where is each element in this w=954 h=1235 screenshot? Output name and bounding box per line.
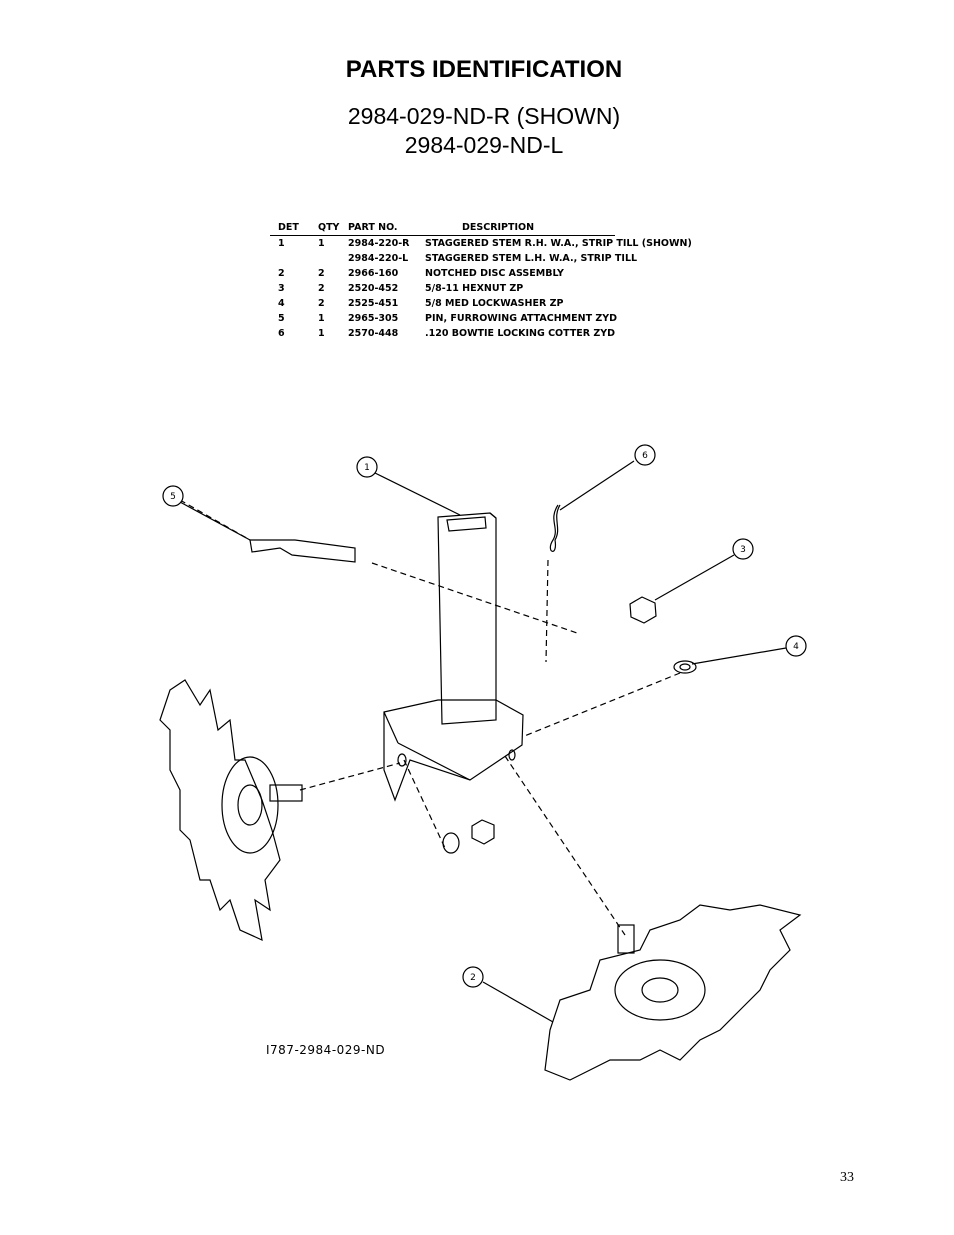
row-description: 5/8-11 HEXNUT ZP [425,283,524,294]
row-det: 6 [278,328,285,339]
row-qty: 2 [318,268,325,279]
row-qty: 2 [318,298,325,309]
header-description: DESCRIPTION [462,222,535,233]
callout-2 [462,966,484,988]
row-description: .120 BOWTIE LOCKING COTTER ZYD [425,328,616,339]
header-part-no: PART NO. [348,222,398,233]
row-part-no: 2525-451 [348,298,399,309]
row-qty: 1 [318,313,325,324]
callout-label: 1 [364,463,370,473]
row-det: 1 [278,238,285,249]
table-row: 3 2 2520-452 5/8-11 HEXNUT ZP [270,283,615,298]
table-row: 5 1 2965-305 PIN, FURROWING ATTACHMENT Z… [270,313,618,328]
callout-label: 6 [642,451,648,461]
parts-table-header: DET QTY PART NO. DESCRIPTION [270,222,615,236]
row-description: PIN, FURROWING ATTACHMENT ZYD [425,313,618,324]
row-description: STAGGERED STEM R.H. W.A., STRIP TILL (SH… [425,238,692,249]
row-part-no: 2966-160 [348,268,399,279]
table-row: 2984-220-L STAGGERED STEM L.H. W.A., STR… [270,253,637,268]
row-det: 3 [278,283,285,294]
header-qty: QTY [318,222,340,233]
callout-1 [356,456,378,478]
page-title: PARTS IDENTIFICATION [345,56,623,83]
model-number-shown: 2984-029-ND-R (SHOWN) [347,103,621,129]
callout-5 [162,485,184,507]
row-part-no: 2520-452 [348,283,399,294]
callout-label: 5 [170,492,176,502]
row-description: 5/8 MED LOCKWASHER ZP [425,298,564,309]
table-row: 2 2 2966-160 NOTCHED DISC ASSEMBLY [270,268,615,283]
callout-3 [732,538,754,560]
row-qty: 1 [318,238,325,249]
row-part-no: 2965-305 [348,313,399,324]
model-number-alt: 2984-029-ND-L [404,132,564,158]
row-det: 4 [278,298,285,309]
row-det: 2 [278,268,285,279]
row-description: NOTCHED DISC ASSEMBLY [425,268,564,279]
callout-label: 2 [470,973,476,983]
header-det: DET [278,222,299,233]
row-det: 5 [278,313,285,324]
figure-id: I787-2984-029-ND [266,1043,386,1057]
row-part-no: 2984-220-L [348,253,409,264]
parts-table: DET QTY PART NO. DESCRIPTION 1 1 2984-22… [270,222,692,343]
page-number: 33 [840,1170,854,1185]
row-part-no: 2984-220-R [348,238,410,249]
row-qty: 1 [318,328,325,339]
callout-label: 4 [793,642,799,652]
row-part-no: 2570-448 [348,328,399,339]
table-row: 6 1 2570-448 .120 BOWTIE LOCKING COTTER … [270,328,615,343]
table-row: 1 1 2984-220-R STAGGERED STEM R.H. W.A.,… [270,238,692,253]
row-qty: 2 [318,283,325,294]
row-description: STAGGERED STEM L.H. W.A., STRIP TILL [425,253,638,264]
table-row: 4 2 2525-451 5/8 MED LOCKWASHER ZP [270,298,615,313]
callout-4 [785,635,807,657]
callout-6 [634,444,656,466]
callout-label: 3 [740,545,746,555]
